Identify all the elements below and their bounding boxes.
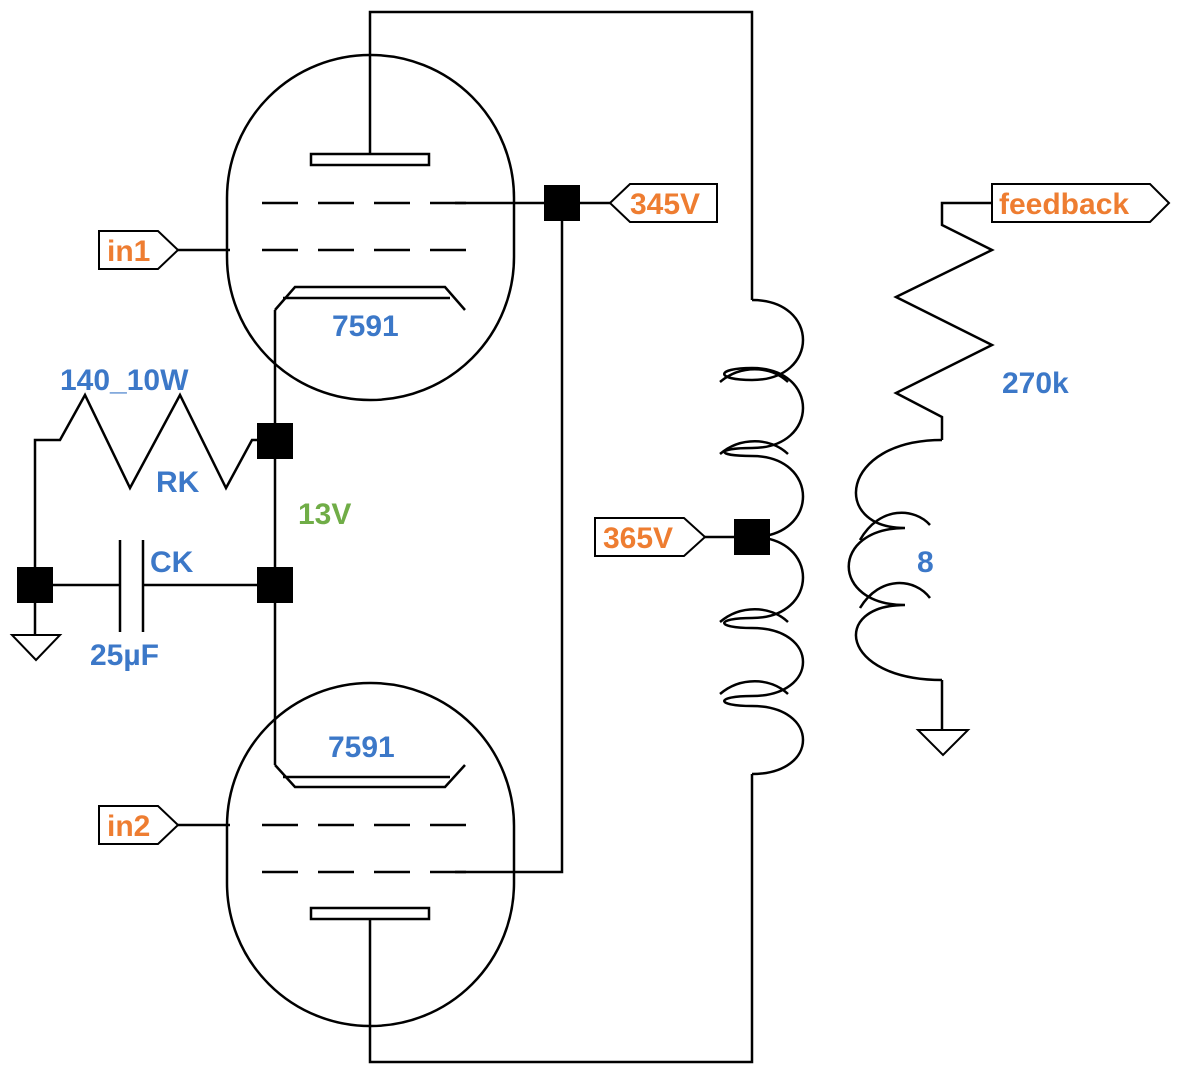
node-cathode-ck: [257, 567, 293, 603]
node-cathode-rk: [257, 423, 293, 459]
flag-in2: in2: [98, 805, 180, 845]
node-screen-supply: [544, 185, 580, 221]
flag-feedback: feedback: [991, 183, 1171, 223]
node-ground-left: [17, 567, 53, 603]
lower-tube-label: 7591: [328, 731, 395, 764]
cathode-resistor-rk: [33, 392, 275, 585]
wire-lower-plate: [368, 774, 754, 1064]
node-center-tap: [734, 519, 770, 555]
wire-upper-plate: [368, 10, 754, 300]
cathode-voltage-label: 13V: [298, 498, 351, 531]
primary-winding-loops: [719, 368, 789, 695]
wire-lower-screen: [455, 203, 564, 874]
junction-nodes: [17, 185, 770, 603]
ground-symbol-secondary: [915, 729, 971, 757]
feedback-resistor: [893, 201, 995, 440]
secondary-impedance-label: 8: [917, 546, 934, 579]
flag-feedback-text: feedback: [999, 188, 1129, 221]
flag-in2-text: in2: [107, 810, 150, 843]
flag-in1: in1: [98, 230, 180, 270]
upper-tube-plate: [309, 152, 431, 167]
ck-name-label: CK: [150, 546, 194, 579]
rk-name-label: RK: [156, 466, 200, 499]
flag-in1-text: in1: [107, 235, 150, 268]
secondary-winding-loops: [858, 511, 931, 609]
upper-tube-label: 7591: [332, 310, 399, 343]
secondary-winding: [847, 438, 943, 682]
flag-345v-text: 345V: [630, 188, 700, 221]
flag-365v: 365V: [594, 517, 707, 557]
output-transformer: [719, 201, 995, 776]
rk-value-label: 140_10W: [60, 364, 189, 397]
flag-365v-text: 365V: [603, 522, 673, 555]
ck-value-label: 25µF: [90, 639, 159, 672]
feedback-resistor-label: 270k: [1002, 367, 1069, 400]
ground-symbol-cathode: [9, 634, 63, 662]
lower-tube-plate: [309, 906, 431, 921]
flag-345v: 345V: [608, 183, 718, 223]
